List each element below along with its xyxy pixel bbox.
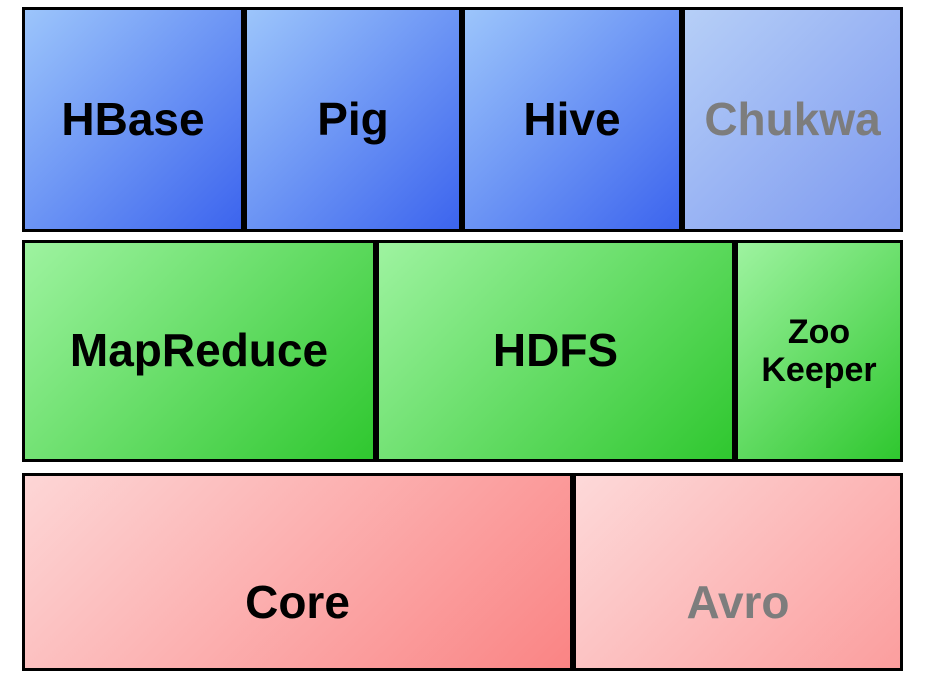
- box-pig-label: Pig: [317, 92, 389, 145]
- box-hdfs: HDFS: [376, 240, 735, 462]
- box-hbase-label: HBase: [61, 92, 205, 145]
- box-chukwa-label: Chukwa: [704, 92, 881, 145]
- box-hive: Hive: [462, 7, 682, 232]
- box-zookeeper-label: Zoo Keeper: [761, 312, 877, 389]
- box-chukwa: Chukwa: [682, 7, 903, 232]
- box-core: Core: [22, 473, 573, 671]
- box-zookeeper: Zoo Keeper: [735, 240, 903, 462]
- row-core: Core Avro: [22, 473, 903, 671]
- row-processing: MapReduce HDFS Zoo Keeper: [22, 240, 903, 462]
- box-hive-label: Hive: [523, 92, 621, 145]
- box-hdfs-label: HDFS: [492, 324, 619, 377]
- box-avro: Avro: [573, 473, 903, 671]
- box-core-label: Core: [245, 576, 350, 629]
- box-pig: Pig: [244, 7, 462, 232]
- box-mapreduce-label: MapReduce: [69, 324, 329, 377]
- box-hbase: HBase: [22, 7, 244, 232]
- row-applications: HBase Pig Hive Chukwa: [22, 7, 903, 232]
- box-mapreduce: MapReduce: [22, 240, 376, 462]
- box-avro-label: Avro: [686, 576, 790, 629]
